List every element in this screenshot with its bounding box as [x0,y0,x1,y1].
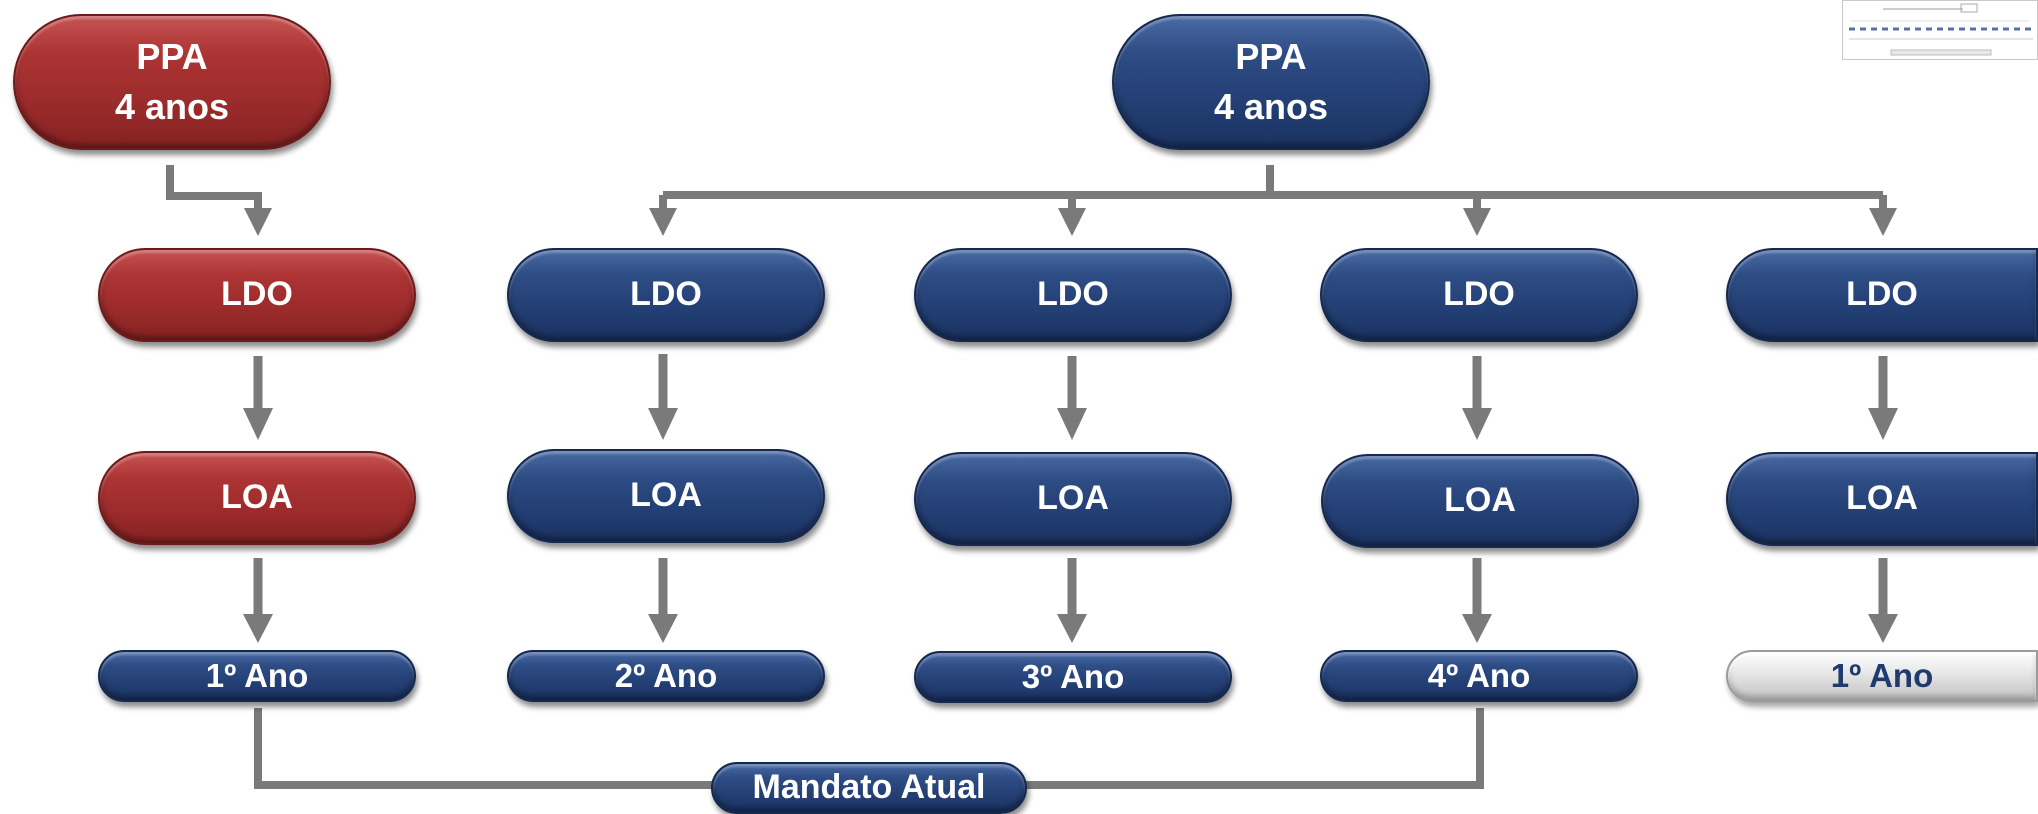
year4-box: 4º Ano [1320,650,1638,702]
mandate-label-box: Mandato Atual [711,762,1027,814]
previous-year-box: 1º Ano [98,650,416,702]
ldo-loa-arrowhead-5 [1868,408,1898,440]
previous-loa-box: LOA [98,451,416,545]
bus-arrowhead-2 [649,208,677,236]
year4-ldo-box: LDO [1320,248,1638,342]
year4-loa-label: LOA [1444,481,1516,520]
year3-ldo-label: LDO [1037,275,1109,314]
loa-year-arrowhead-1 [243,614,273,643]
previous-loa-label: LOA [221,478,293,517]
year4-ldo-label: LDO [1443,275,1515,314]
bus-arrowhead-3 [1058,208,1086,236]
loa-year-arrowhead-3 [1057,614,1087,643]
ldo-loa-arrowhead-2 [648,408,678,440]
previous-ppa-label: PPA [136,35,208,77]
mandate-label: Mandato Atual [752,768,986,807]
previous-year-label: 1º Ano [205,656,309,694]
year3-loa-label: LOA [1037,479,1109,518]
previous-ldo-label: LDO [221,275,293,314]
loa-year-arrowhead-5 [1868,614,1898,643]
embedded-thumbnail-image [1842,0,2038,60]
previous-ppa-box: PPA 4 anos [13,14,331,150]
year2-ldo-label: LDO [630,275,702,314]
year2-label: 2º Ano [614,656,718,694]
year4-loa-box: LOA [1321,454,1639,548]
year2-box: 2º Ano [507,650,825,702]
year2-ldo-box: LDO [507,248,825,342]
year3-loa-box: LOA [914,452,1232,546]
next-ldo-label: LDO [1846,275,1918,314]
next-loa-label: LOA [1846,479,1918,518]
year2-loa-box: LOA [507,449,825,543]
year3-label: 3º Ano [1021,657,1125,695]
prev-ppa-arrowhead [244,208,272,236]
loa-year-arrowhead-2 [648,614,678,643]
ldo-loa-arrowhead-1 [243,408,273,440]
next-year-box: 1º Ano [1726,650,2038,702]
year3-box: 3º Ano [914,651,1232,703]
current-ppa-duration: 4 anos [1213,86,1329,127]
current-ppa-box: PPA 4 anos [1112,14,1430,150]
current-ppa-label: PPA [1235,35,1307,77]
bus-arrowhead-5 [1869,208,1897,236]
next-ldo-box: LDO [1726,248,2038,342]
thumbnail-content [1849,3,2033,56]
ldo-loa-arrowhead-4 [1462,408,1492,440]
next-loa-box: LOA [1726,452,2038,546]
next-year-label: 1º Ano [1830,656,1934,694]
prev-ppa-connector [166,165,262,212]
loa-year-arrowhead-4 [1462,614,1492,643]
previous-ldo-box: LDO [98,248,416,342]
year2-loa-label: LOA [630,476,702,515]
previous-ppa-duration: 4 anos [114,86,230,127]
bus-arrowhead-4 [1463,208,1491,236]
ldo-loa-arrowhead-3 [1057,408,1087,440]
year4-label: 4º Ano [1427,656,1531,694]
year3-ldo-box: LDO [914,248,1232,342]
